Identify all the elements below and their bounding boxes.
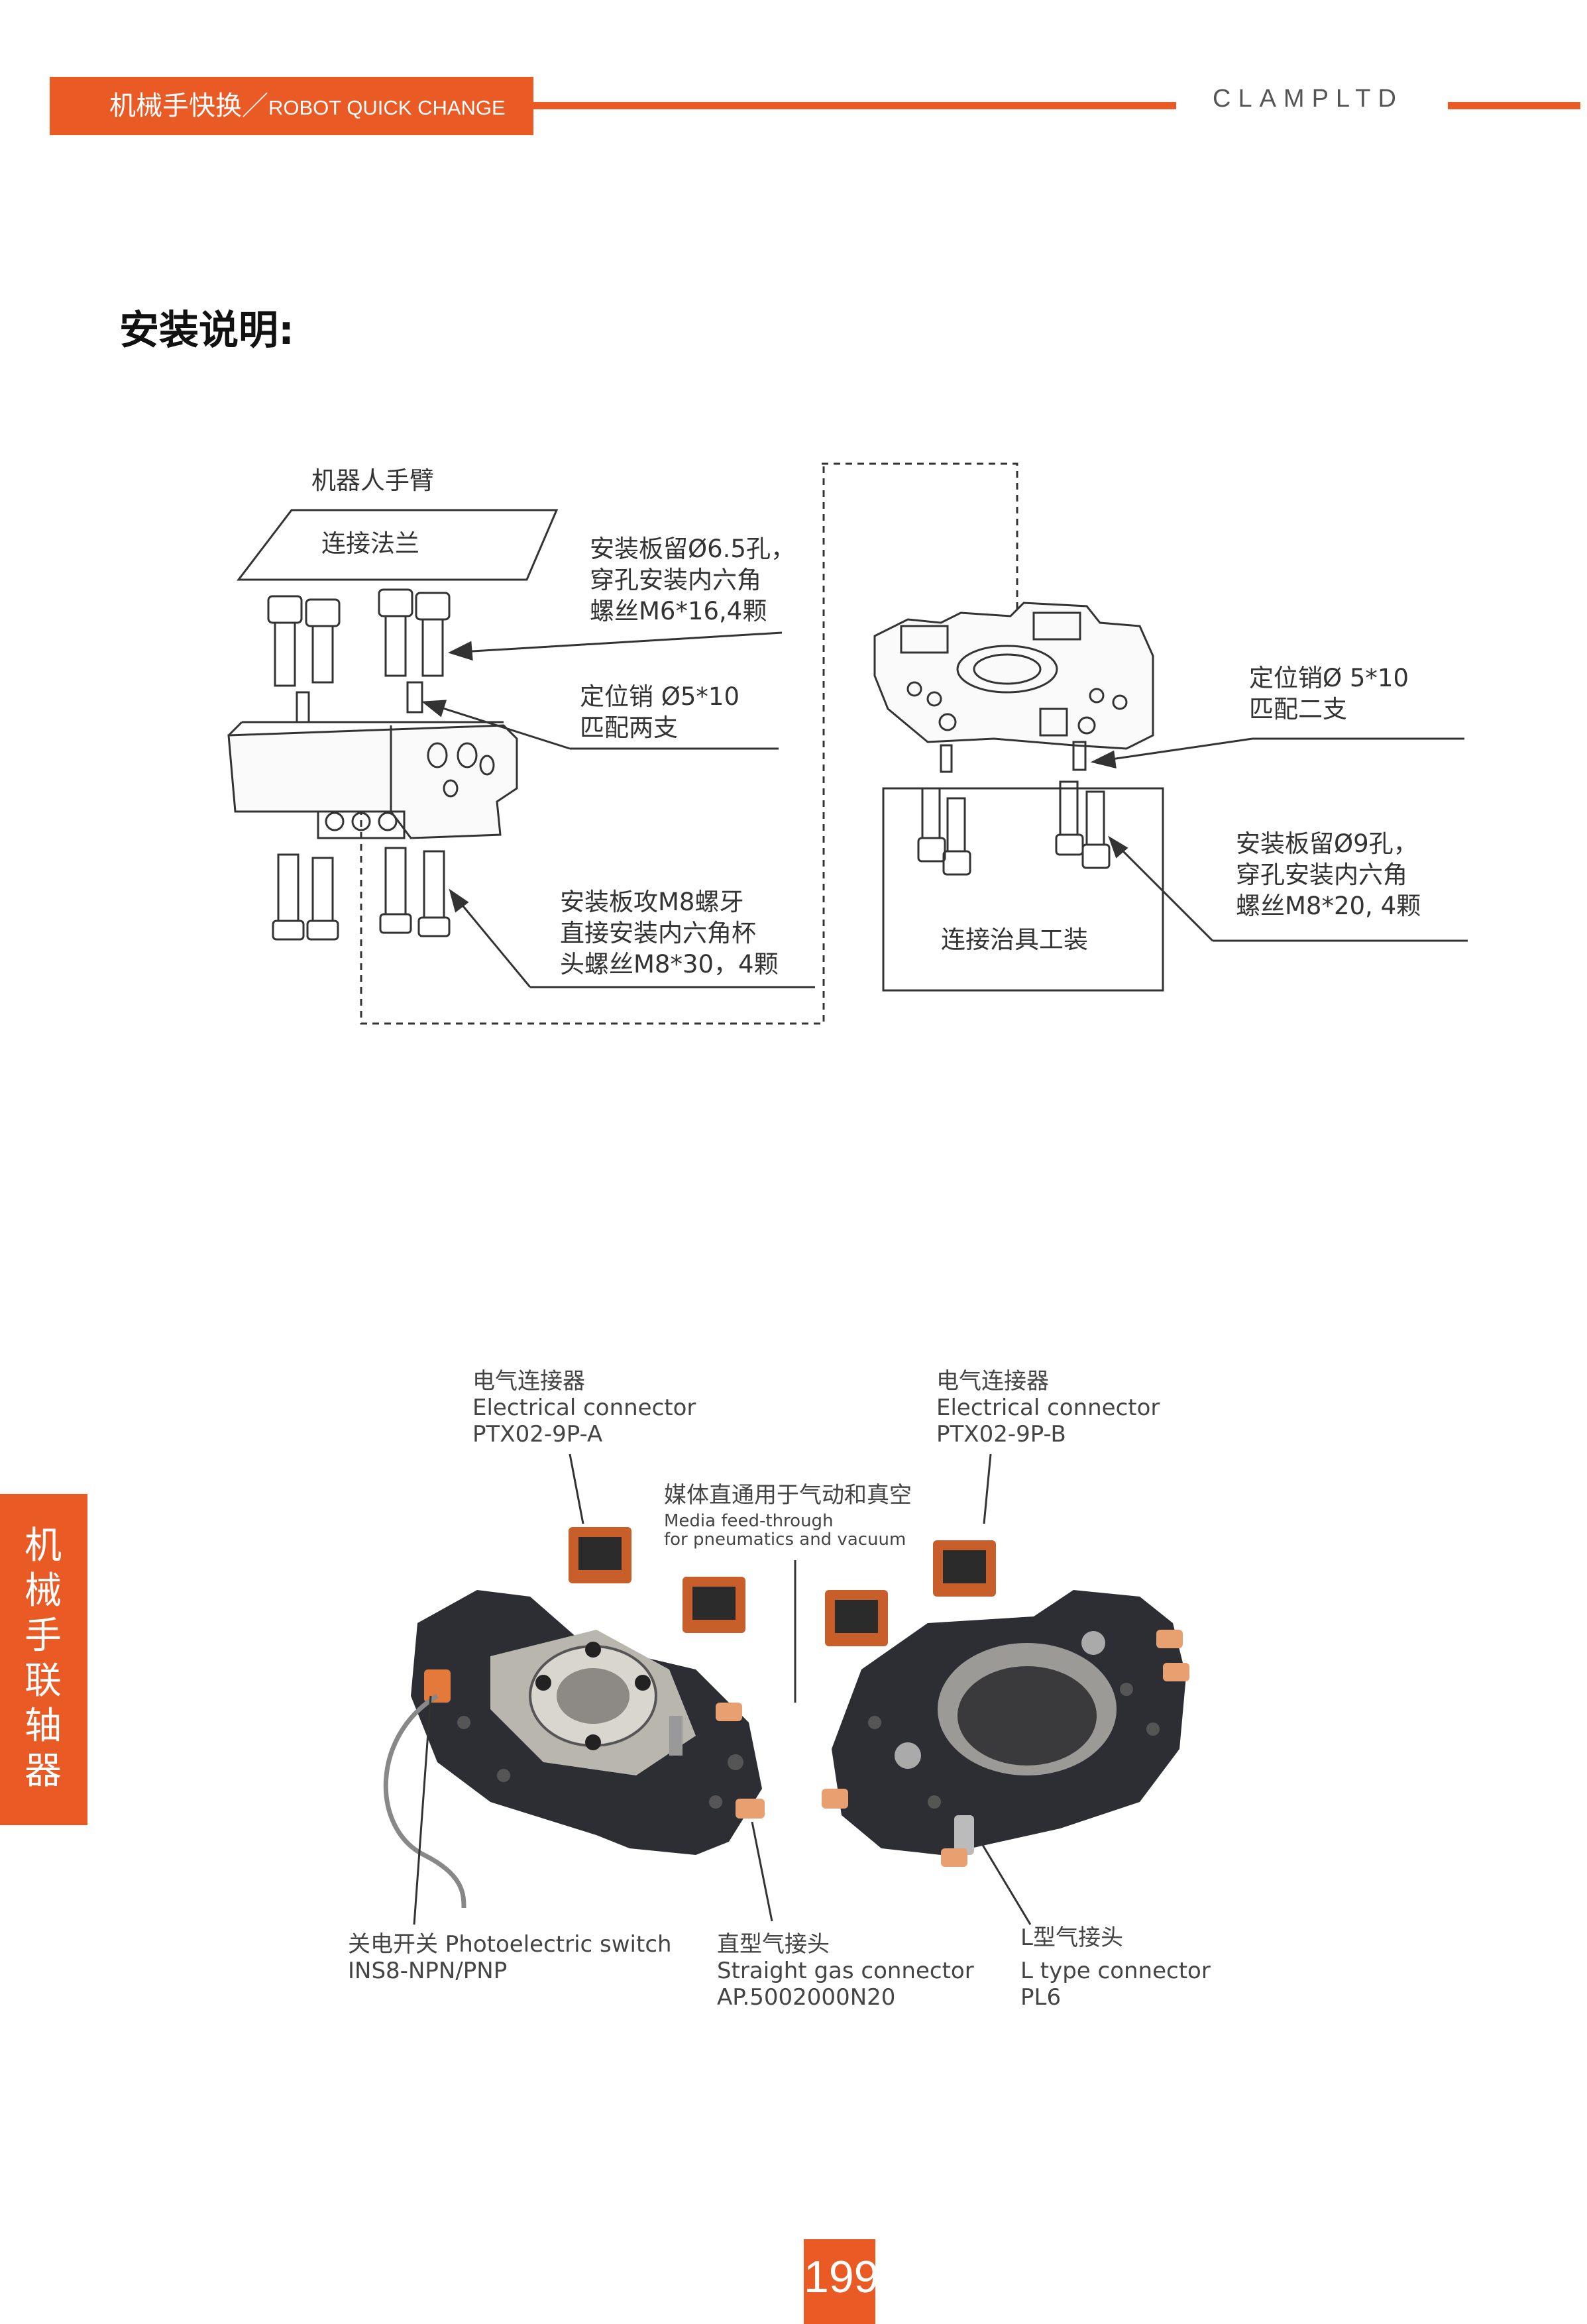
- label-media-en-2: for pneumatics and vacuum: [664, 1530, 906, 1550]
- fixture-box: [882, 787, 1164, 992]
- robot-module: [873, 602, 1154, 750]
- note-m8-30-line2: 直接安装内六角杯: [560, 919, 756, 947]
- header-tab-text: 机械手快换／ROBOT QUICK CHANGE: [109, 85, 506, 132]
- connector-mid2-photo: [825, 1590, 888, 1646]
- label-elec-b-model: PTX02-9P-B: [936, 1421, 1066, 1448]
- label-straight-model: AP.5002000N20: [717, 1984, 896, 2011]
- note-pin-right-line2: 匹配二支: [1249, 695, 1347, 723]
- note-m8-30-line1: 安装板攻M8螺牙: [560, 888, 744, 916]
- header-brand: CLAMPLTD: [1213, 85, 1403, 113]
- screws-m6: [267, 588, 451, 687]
- note-m6-line3: 螺丝M6*16,4颗: [590, 597, 767, 625]
- note-m8-30-line3: 头螺丝M8*30，4颗: [560, 950, 779, 978]
- note-m8-20-line1: 安装板留Ø9孔，: [1236, 829, 1418, 858]
- label-elec-a-en: Electrical connector: [472, 1395, 696, 1421]
- sensor-cable: [383, 1694, 466, 1909]
- screws-m8-20: [917, 780, 1111, 876]
- connector-b-photo: [933, 1540, 996, 1597]
- label-flange: 连接法兰: [321, 529, 419, 558]
- header-title-zh: 机械手快换／: [109, 91, 268, 121]
- tool-block: [227, 721, 518, 839]
- dashed-frame-right: [822, 462, 1018, 629]
- label-media-en-1: Media feed-through: [664, 1511, 834, 1531]
- label-photo-switch-model: INS8-NPN/PNP: [348, 1958, 508, 1984]
- note-pin-right-line1: 定位销Ø 5*10: [1249, 664, 1409, 692]
- page-number: 199: [804, 2252, 879, 2302]
- page-number-box: [804, 2239, 875, 2324]
- side-category-tab: [0, 1494, 87, 1825]
- tool-module-photo: [411, 1590, 765, 1855]
- label-straight-zh: 直型气接头: [717, 1931, 830, 1958]
- note-pin-left-line2: 匹配两支: [580, 713, 678, 742]
- dashed-frame-left: [360, 464, 825, 1025]
- label-photo-switch: 关电开关 Photoelectric switch: [348, 1931, 672, 1958]
- header-rule-right: [1448, 102, 1580, 109]
- note-m6-line1: 安装板留Ø6.5孔，: [590, 535, 795, 563]
- side-category-label: 机械手联轴器: [25, 1524, 62, 1793]
- dowel-pin-2: [406, 681, 423, 713]
- label-ltype-zh: L型气接头: [1020, 1925, 1123, 1951]
- note-m8-20-line2: 穿孔安装内六角: [1236, 861, 1407, 889]
- dowel-pin-4: [1072, 741, 1087, 771]
- note-m8-20-line3: 螺丝M8*20, 4颗: [1236, 892, 1421, 920]
- label-media-zh: 媒体直通用于气动和真空: [664, 1482, 912, 1508]
- header-tab: [50, 77, 533, 135]
- label-ltype-model: PL6: [1020, 1984, 1062, 2011]
- note-pin-left-line1: 定位销 Ø5*10: [580, 682, 740, 711]
- label-fixture: 连接治具工装: [941, 925, 1088, 954]
- flange-plate: [236, 509, 559, 581]
- label-straight-en: Straight gas connector: [717, 1958, 974, 1984]
- label-elec-b-zh: 电气连接器: [936, 1368, 1049, 1395]
- label-elec-a-zh: 电气连接器: [472, 1368, 585, 1395]
- label-robot-arm: 机器人手臂: [311, 466, 434, 495]
- screws-m8-30: [272, 847, 451, 941]
- dowel-pin-3: [940, 744, 953, 773]
- header-rule-left: [533, 102, 1176, 109]
- connector-mid-photo: [683, 1577, 745, 1633]
- section-title: 安装说明:: [119, 307, 294, 354]
- note-m6-line2: 穿孔安装内六角: [590, 566, 761, 594]
- label-elec-a-model: PTX02-9P-A: [472, 1421, 603, 1448]
- connector-a-photo: [569, 1527, 631, 1583]
- robot-module-photo: [822, 1590, 1189, 1867]
- label-ltype-en: L type connector: [1020, 1958, 1211, 1984]
- label-elec-b-en: Electrical connector: [936, 1395, 1160, 1421]
- header-title-en: ROBOT QUICK CHANGE: [268, 96, 506, 119]
